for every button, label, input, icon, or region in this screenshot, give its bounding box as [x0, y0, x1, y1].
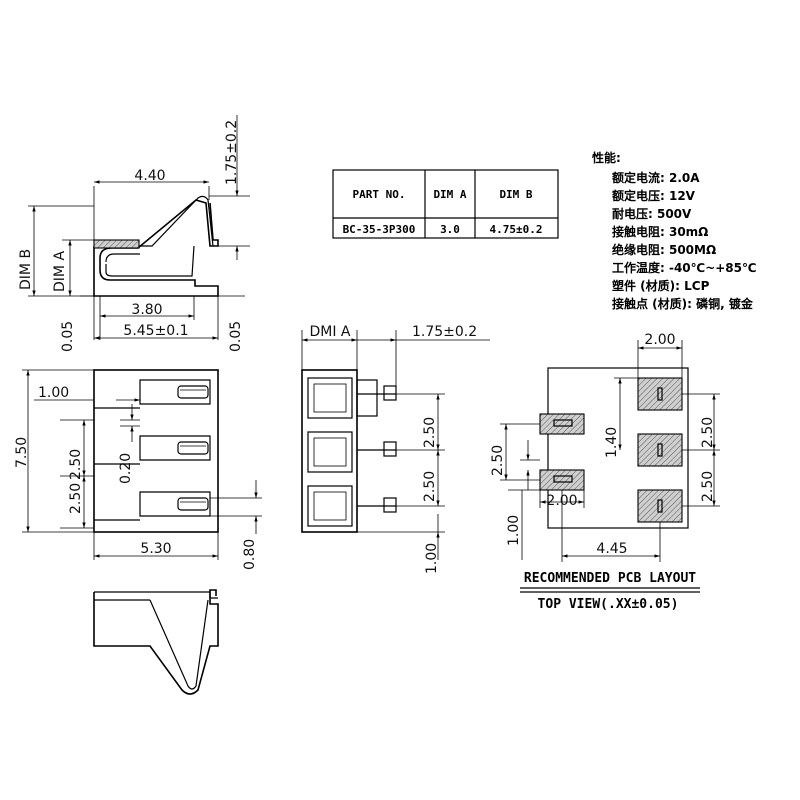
side-view-bottom: [93, 589, 219, 695]
dim-top-bottom: 0.80: [242, 539, 258, 570]
table-cell-dim-b: 4.75±0.2: [490, 223, 543, 236]
contact-1: [139, 379, 211, 405]
front-pitch-1: 2.50: [422, 417, 438, 448]
dim-width-top: 4.40: [134, 168, 165, 184]
table-header-dim-b: DIM B: [499, 188, 532, 201]
spec-item: 绝缘电阻: 500MΩ: [612, 242, 716, 257]
pcb-view-label: TOP VIEW(.XX±0.05): [538, 597, 679, 612]
pcb-pad-2: [637, 433, 683, 467]
side-view-housing-top: [93, 239, 140, 249]
contact-2: [139, 435, 211, 461]
front-view: DMI A 1.75±0.2 2.50 2.50 1.00: [301, 324, 490, 574]
front-view-outline: [301, 369, 358, 533]
front-dim-top-right: 1.75±0.2: [412, 324, 477, 340]
front-slot-3: [307, 485, 353, 527]
top-view-outline: [93, 369, 219, 533]
front-bottom: 1.00: [424, 543, 440, 574]
pcb-left-bottom: 1.00: [506, 515, 522, 546]
pcb-outline: [547, 367, 689, 529]
part-table: PART NO. DIM A DIM B BC-35-3P300 3.0 4.7…: [332, 169, 559, 239]
spec-item: 额定电压: 12V: [612, 188, 696, 203]
dim-right-offset: 0.05: [228, 321, 244, 352]
pcb-pitch-1: 2.50: [700, 417, 716, 448]
table-cell-part: BC-35-3P300: [343, 223, 416, 236]
top-view: 7.50 1.00 2.50 2.50 0.20 5.30 0.80: [14, 369, 262, 570]
spec-title: 性能:: [591, 150, 621, 165]
dim-height-right: 1.75±0.2: [224, 120, 240, 185]
side-view-spring: [100, 195, 214, 247]
pcb-span: 4.45: [596, 541, 627, 557]
contact-3: [139, 491, 211, 517]
dim-overall-width: 5.45±0.1: [123, 323, 188, 339]
spec-list: 性能: 额定电流: 2.0A 额定电压: 12V 耐电压: 500V 接触电阻:…: [591, 150, 757, 311]
dim-left-offset: 0.05: [60, 321, 76, 352]
side-view-body: [93, 199, 219, 297]
dim-top-pitch-2: 2.50: [68, 483, 84, 514]
pcb-pitch-2: 2.50: [700, 471, 716, 502]
pcb-center: 1.40: [604, 427, 620, 458]
spec-item: 耐电压: 500V: [612, 206, 692, 221]
table-header-dim-a: DIM A: [433, 188, 466, 201]
pcb-pad-width: 2.00: [644, 332, 675, 348]
dim-inner-width: 3.80: [131, 302, 162, 318]
dim-b-label: DIM B: [18, 249, 34, 290]
spec-item: 工作温度: -40℃~+85℃: [612, 260, 757, 275]
spec-item: 接触点 (材质): 磷铜, 镀金: [612, 296, 754, 311]
pcb-pad-3: [637, 489, 683, 523]
pcb-pad-left-2: [539, 469, 585, 491]
pcb-left-pitch: 2.50: [490, 445, 506, 476]
pcb-pad-left-1: [539, 413, 585, 435]
spec-item: 额定电流: 2.0A: [612, 170, 700, 185]
pcb-pad-1: [637, 377, 683, 411]
pcb-caption: RECOMMENDED PCB LAYOUT: [524, 571, 696, 586]
spec-item: 接触电阻: 30mΩ: [612, 224, 708, 239]
pcb-layout: 2.00 2.50 2.50 1.40 2.50 2.00 1.00: [490, 332, 720, 612]
dim-top-pitch-1: 2.50: [68, 449, 84, 480]
front-pitch-2: 2.50: [422, 471, 438, 502]
front-slot-2: [307, 431, 353, 473]
table-cell-dim-a: 3.0: [440, 223, 460, 236]
dim-gap: 0.20: [118, 453, 134, 484]
dim-top-width: 5.30: [140, 541, 171, 557]
dim-contact-offset: 1.00: [38, 385, 69, 401]
dim-a-label: DIM A: [52, 251, 68, 292]
spec-item: 塑件 (材质): LCP: [612, 278, 710, 293]
side-view: 4.40 1.75±0.2 DIM B DIM A 3.80 5.45±0.1 …: [18, 115, 250, 352]
front-dim-a: DMI A: [309, 324, 350, 340]
dim-top-height: 7.50: [14, 437, 30, 468]
table-header-part: PART NO.: [353, 188, 406, 201]
front-slot-1: [307, 377, 353, 419]
